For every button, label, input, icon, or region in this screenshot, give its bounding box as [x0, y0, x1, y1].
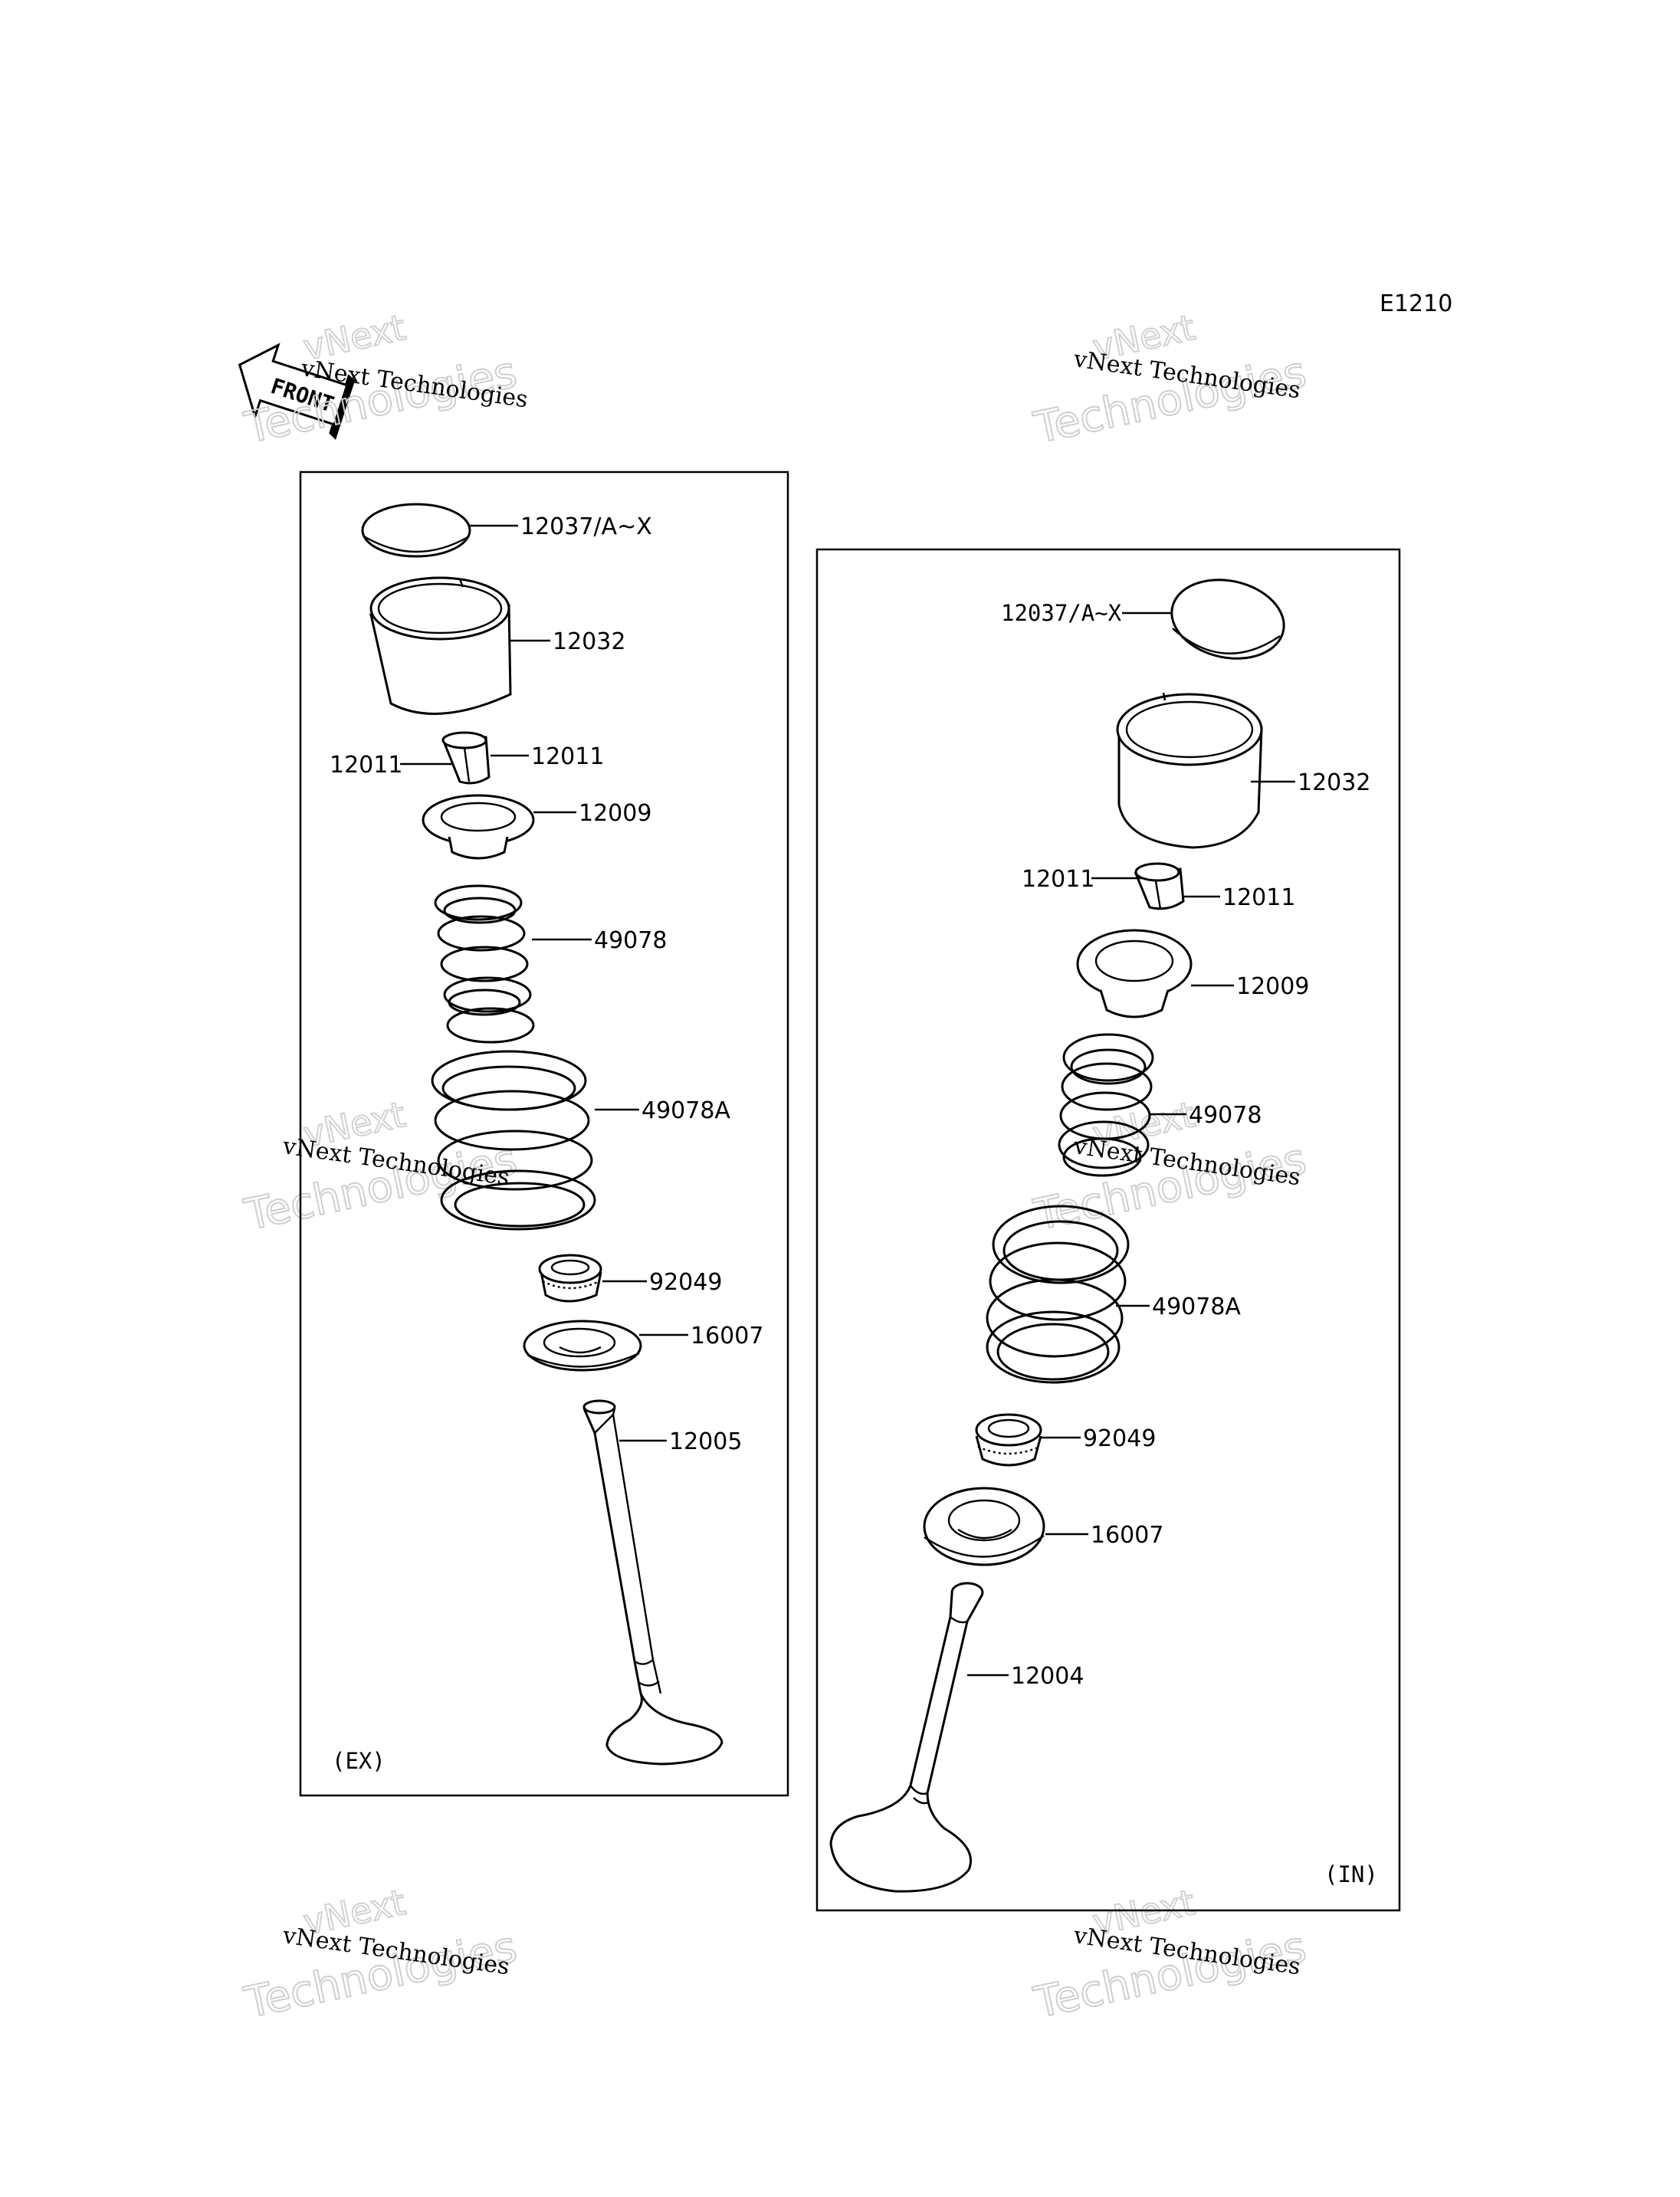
- in-keeper-right-label: 12011: [1222, 884, 1295, 911]
- in-valve-label: 12004: [1011, 1663, 1084, 1690]
- front-arrow-icon: FRONT: [238, 343, 356, 441]
- ex-valve: [582, 1399, 724, 1766]
- in-outer-spring: [986, 1205, 1130, 1384]
- in-retainer-label: 12009: [1236, 973, 1309, 1000]
- ex-keeper-left-label: 12011: [330, 752, 402, 779]
- ex-panel-tag: (EX): [332, 1748, 386, 1774]
- ex-stem-seal-label: 92049: [649, 1269, 722, 1296]
- ex-spring-seat-label: 16007: [691, 1323, 763, 1349]
- ex-inner-spring-label: 49078: [594, 927, 667, 954]
- in-inner-spring-label: 49078: [1189, 1102, 1262, 1129]
- ex-outer-spring-label: 49078A: [641, 1097, 730, 1124]
- exhaust-panel-frame: [299, 471, 789, 1797]
- ex-stem-seal: [538, 1254, 602, 1303]
- ex-outer-spring: [431, 1050, 596, 1231]
- diagram-id: E1210: [1380, 290, 1452, 317]
- in-spring-seat-label: 16007: [1091, 1522, 1163, 1549]
- ex-lifter-label: 12032: [553, 628, 625, 655]
- in-stem-seal: [975, 1413, 1042, 1467]
- in-valve: [829, 1582, 984, 1893]
- in-keepers: [1134, 862, 1185, 910]
- exhaust-panel: 12037/A~X 12032 12011 12011 12009: [299, 471, 789, 1797]
- in-outer-spring-label: 49078A: [1152, 1294, 1241, 1320]
- in-keeper-left-label: 12011: [1022, 866, 1094, 893]
- ex-lifter: [369, 576, 512, 715]
- in-inner-spring: [1058, 1033, 1154, 1177]
- ex-spring-seat: [523, 1320, 642, 1372]
- in-panel-tag: (IN): [1324, 1861, 1378, 1887]
- in-lifter-label: 12032: [1298, 769, 1370, 796]
- intake-panel-frame: [815, 548, 1401, 1912]
- in-retainer: [1076, 929, 1193, 1018]
- in-spring-seat: [923, 1487, 1045, 1566]
- in-shim: [1170, 579, 1285, 660]
- ex-shim: [361, 503, 471, 558]
- in-lifter: [1116, 692, 1263, 849]
- in-stem-seal-label: 92049: [1083, 1425, 1156, 1452]
- ex-retainer: [422, 794, 535, 860]
- in-shim-label: 12037/A~X: [1001, 600, 1122, 626]
- ex-retainer-label: 12009: [579, 800, 651, 827]
- ex-keepers: [441, 731, 491, 785]
- ex-shim-label: 12037/A~X: [520, 513, 652, 540]
- ex-valve-label: 12005: [669, 1428, 742, 1455]
- ex-keeper-right-label: 12011: [531, 743, 604, 770]
- watermark: vNext Technologies vNext Technologies vN…: [239, 306, 1311, 2029]
- ex-inner-spring: [434, 884, 535, 1044]
- intake-panel: 12037/A~X 12032 12011 12011 12009: [815, 548, 1401, 1912]
